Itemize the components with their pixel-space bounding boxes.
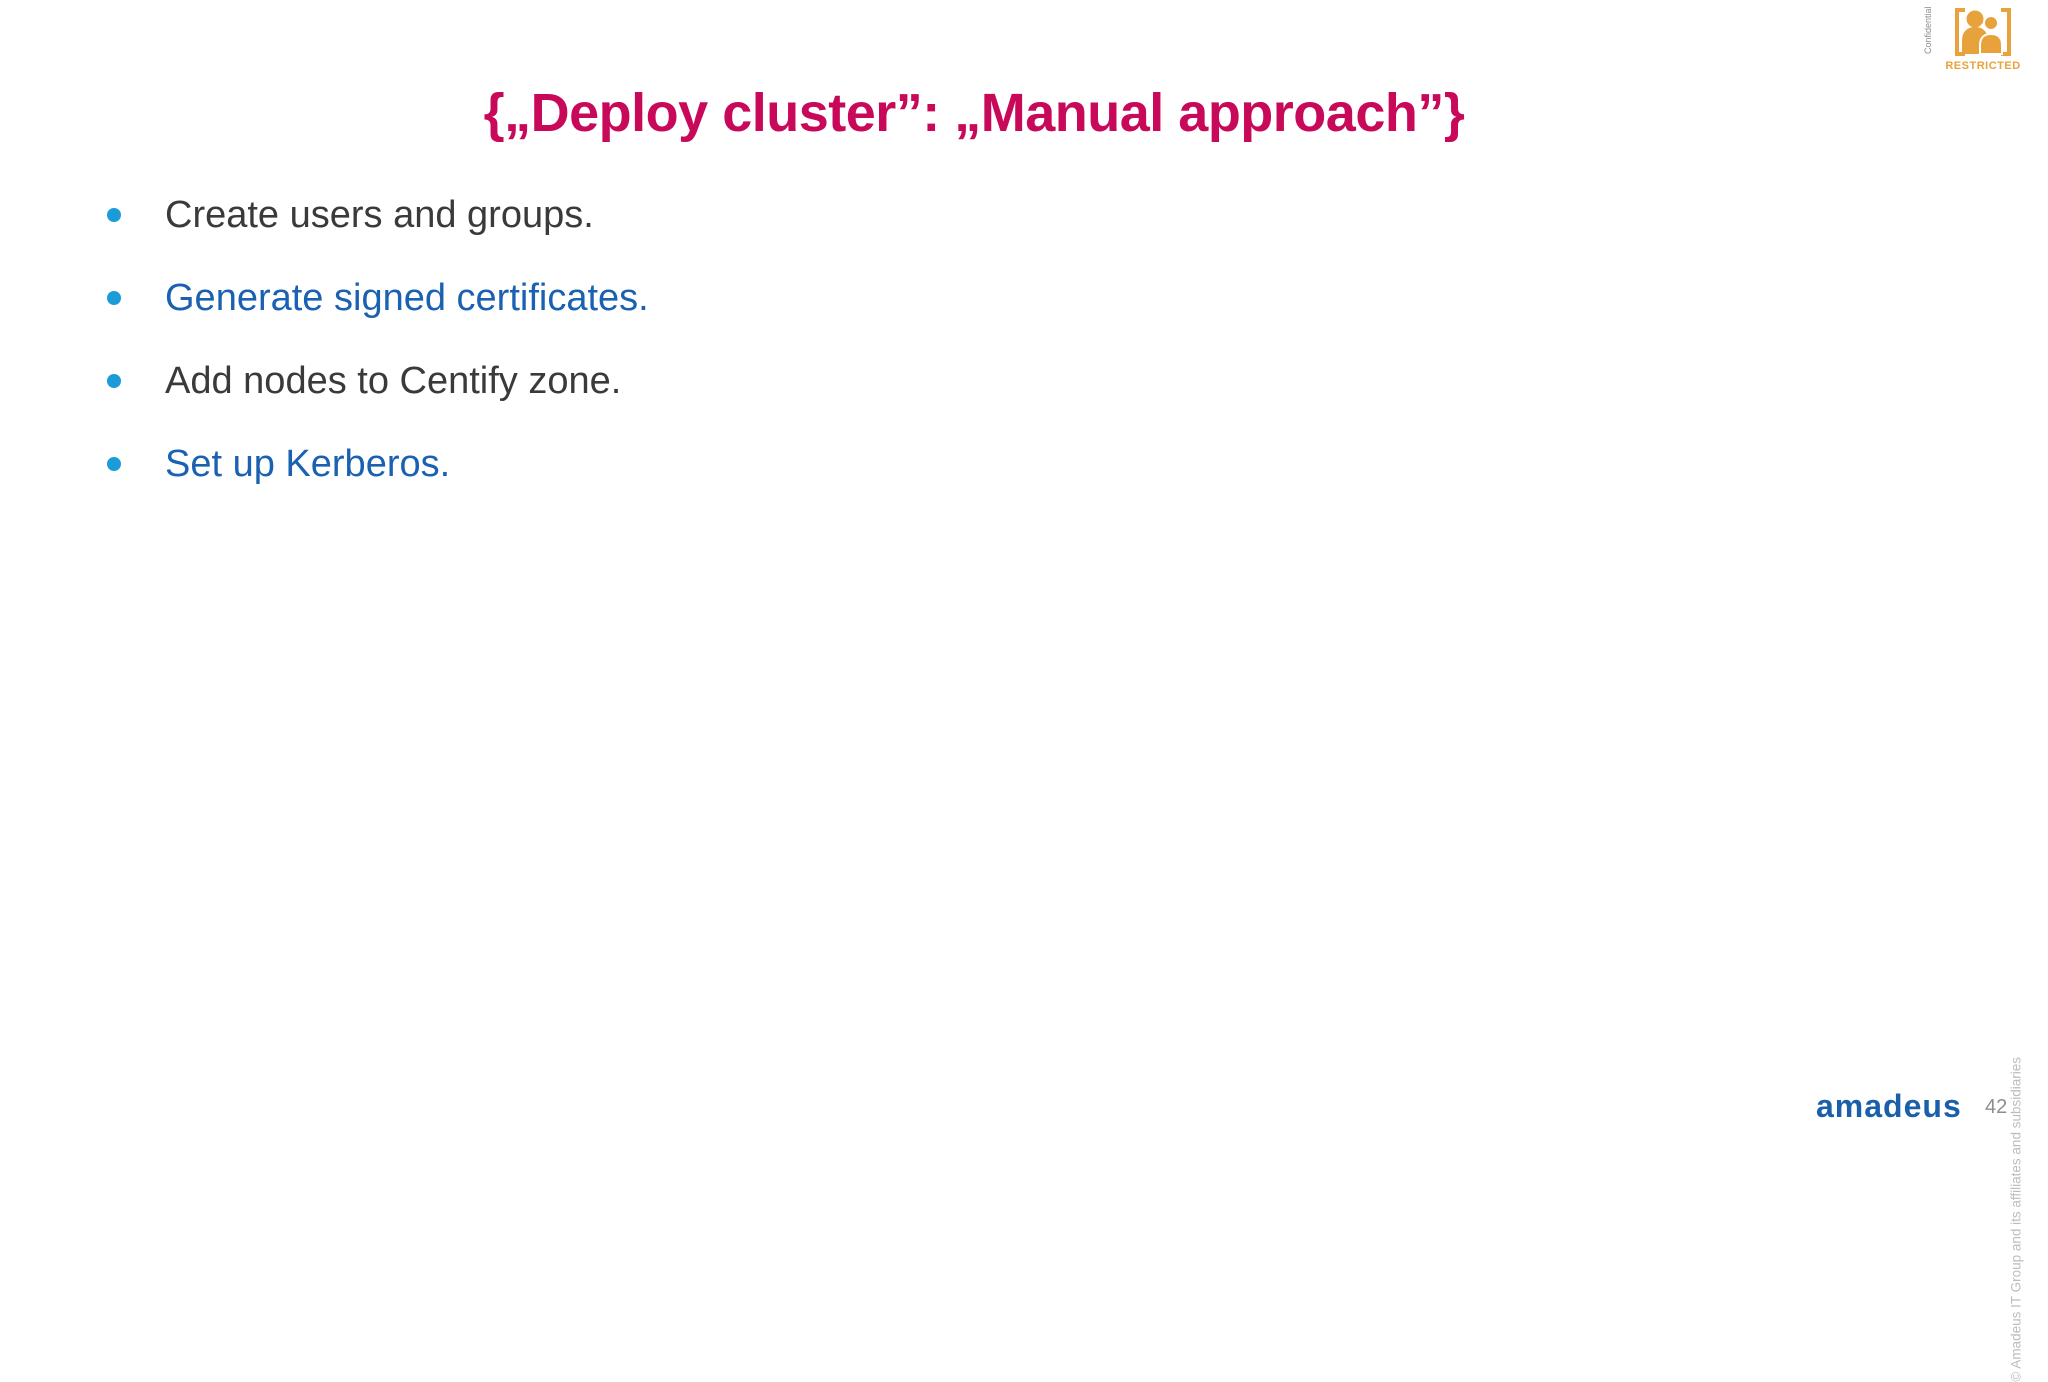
classification-badge: RESTRICTED	[1945, 6, 2021, 72]
bullet-text: Create users and groups.	[165, 193, 594, 236]
bullet-dot-icon	[107, 208, 121, 222]
bullet-dot-icon	[107, 457, 121, 471]
bullet-text: Set up Kerberos.	[165, 442, 451, 485]
restricted-label: RESTRICTED	[1945, 60, 2021, 72]
bullet-dot-icon	[107, 374, 121, 388]
confidential-vertical-label: Confidential	[1923, 6, 1933, 54]
page-number: 42	[1985, 1096, 2008, 1118]
list-item: Set up Kerberos.	[107, 442, 649, 486]
page-title: {„Deploy cluster”: „Manual approach”}	[483, 83, 1465, 144]
list-item: Generate signed certificates.	[107, 276, 649, 320]
bullet-list: Create users and groups. Generate signed…	[107, 193, 649, 525]
bullet-dot-icon	[107, 291, 121, 305]
copyright-vertical-text: © Amadeus IT Group and its affiliates an…	[2009, 1057, 2024, 1382]
bullet-text: Generate signed certificates.	[165, 276, 649, 319]
list-item: Create users and groups.	[107, 193, 649, 237]
amadeus-logo: amadeus	[1816, 1088, 1962, 1124]
list-item: Add nodes to Centify zone.	[107, 359, 649, 403]
people-group-icon	[1955, 8, 2011, 56]
bullet-text: Add nodes to Centify zone.	[165, 359, 622, 402]
